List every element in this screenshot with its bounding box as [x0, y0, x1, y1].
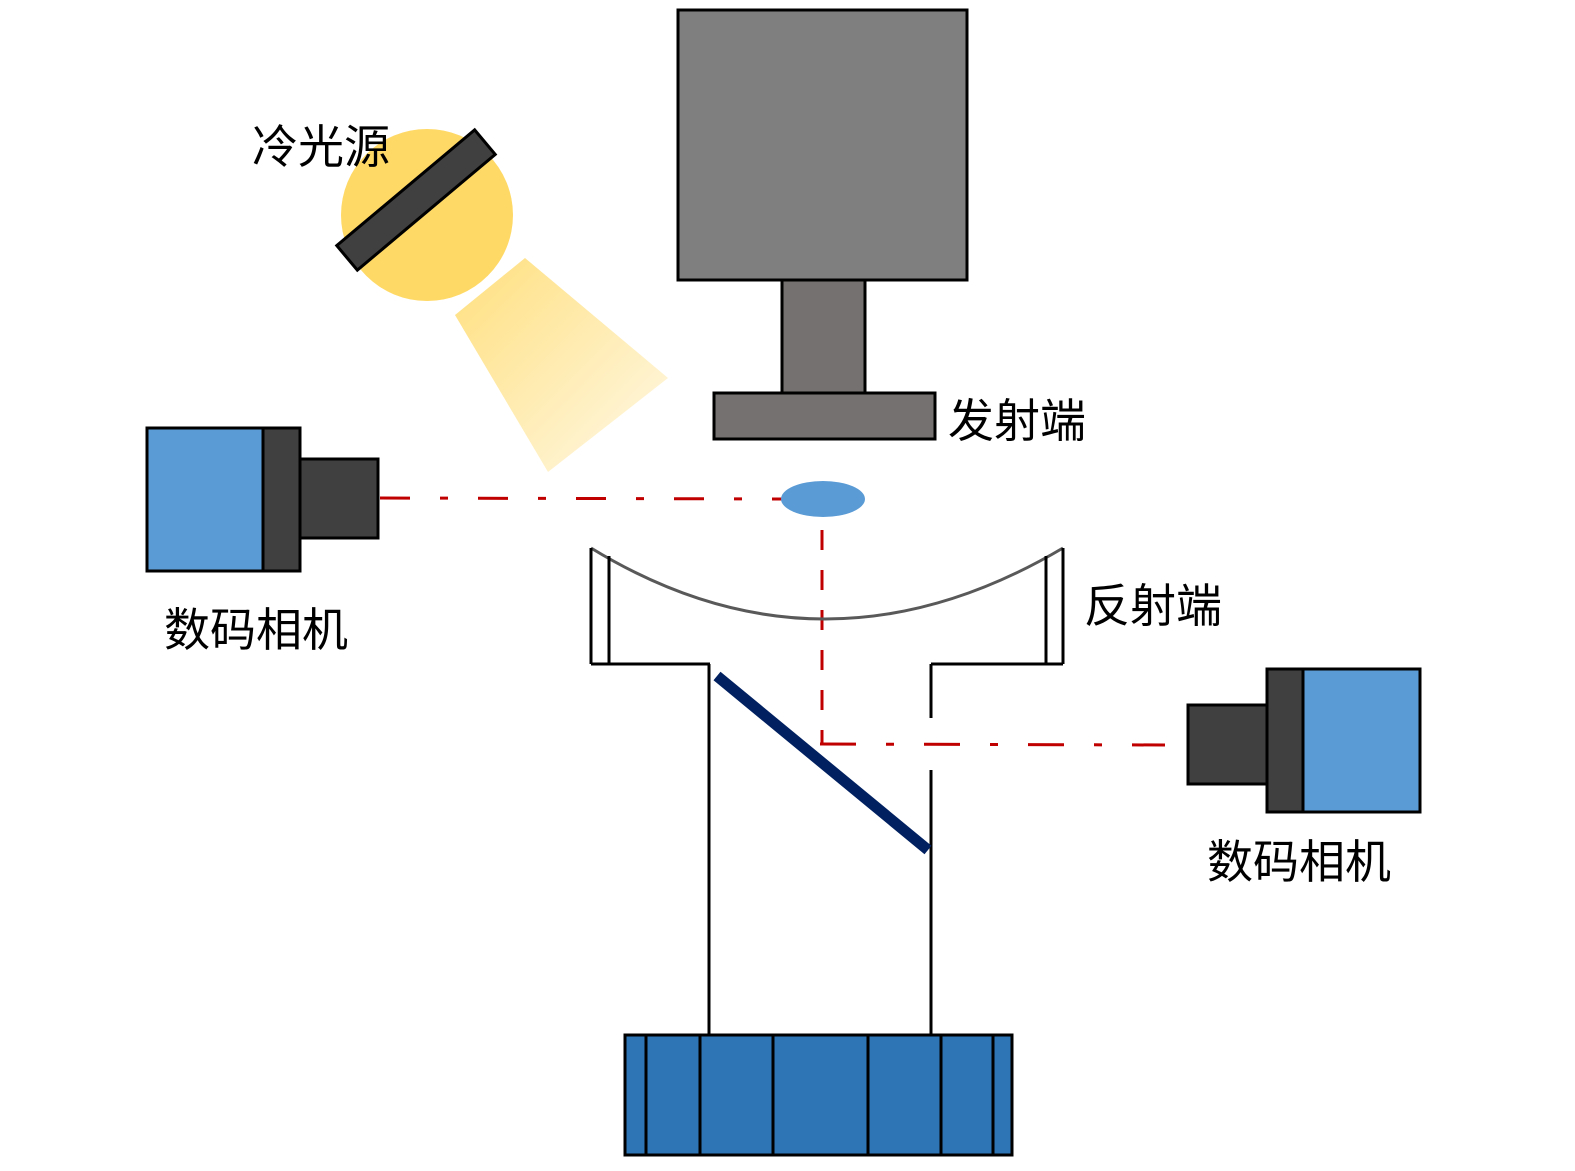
camera-lens: [1186, 703, 1269, 786]
camera-body: [1301, 667, 1422, 814]
lamp-housing: [334, 127, 498, 273]
camera-left-label: 数码相机: [164, 603, 348, 657]
camera-right-label: 数码相机: [1207, 835, 1391, 889]
optical-path-left: [379, 496, 783, 501]
emitter-stem: [780, 278, 867, 395]
emitter-base: [712, 391, 937, 441]
reflector-curved-mirror: [590, 546, 1064, 621]
bottom-base: [623, 1033, 1014, 1157]
cold-light-label: 冷光源: [252, 120, 390, 174]
camera-body: [145, 426, 265, 573]
camera-mount: [1265, 667, 1305, 814]
camera-left: [145, 426, 380, 573]
emitter-label: 发射端: [948, 394, 1086, 448]
specimen-droplet: [781, 481, 865, 517]
camera-lens: [298, 457, 380, 540]
light-beam: [455, 258, 668, 472]
emitter: [676, 8, 969, 441]
reflector-label: 反射端: [1084, 579, 1222, 633]
emitter-body: [676, 8, 969, 282]
beam-splitter-mirror: [713, 671, 932, 855]
camera-mount: [261, 426, 302, 573]
camera-right: [1186, 667, 1422, 814]
reflector: [589, 546, 1065, 1035]
cold-light-source: [334, 127, 668, 472]
optical-path-right: [819, 742, 1166, 747]
